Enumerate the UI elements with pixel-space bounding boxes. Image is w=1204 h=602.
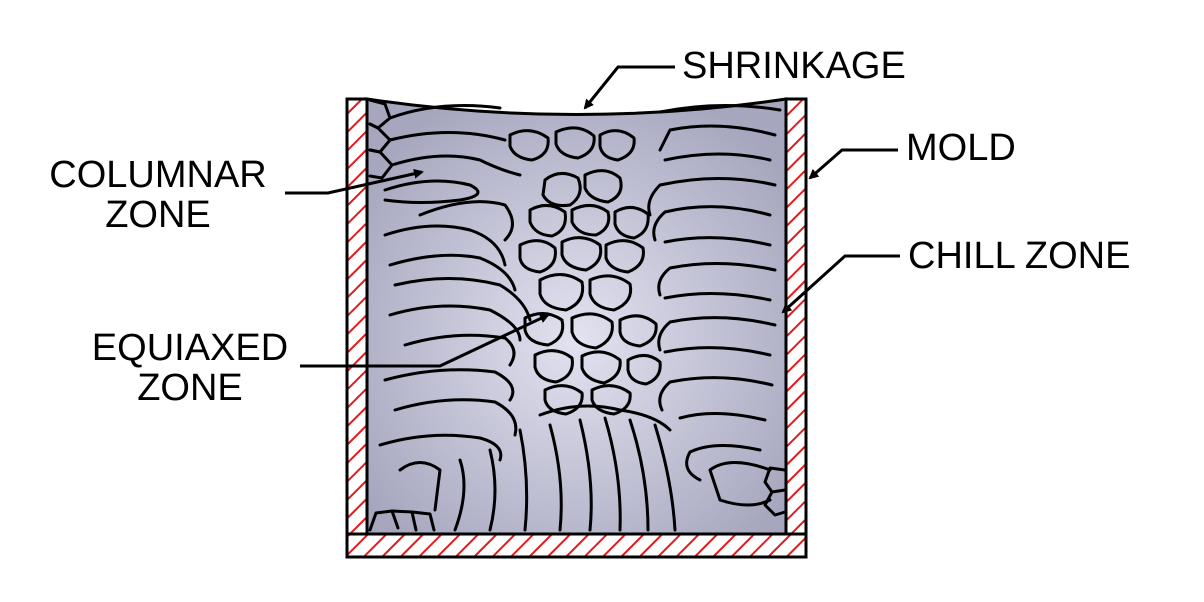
chill-grain (763, 490, 787, 517)
equiaxed-zone-label-line1: EQUIAXED (91, 327, 289, 369)
shrinkage-label: SHRINKAGE (682, 45, 906, 87)
equiaxed-grain (588, 274, 633, 312)
equiaxed-zone-label-line2: ZONE (137, 367, 243, 409)
columnar-grain (378, 433, 503, 462)
columnar-grain (663, 236, 772, 247)
equiaxed-grain (518, 239, 557, 274)
equiaxed-grain (554, 126, 596, 160)
equiaxed-grain (570, 204, 611, 237)
chill-grain (763, 466, 787, 494)
columnar-grain (383, 368, 515, 402)
mold-wall-bottom (345, 532, 808, 559)
columnar-grain (383, 179, 480, 204)
columnar-grain (488, 448, 497, 532)
columnar-grain (657, 316, 777, 352)
columnar-grain (657, 261, 777, 297)
equiaxed-grain (541, 172, 582, 207)
columnar-grain (578, 418, 593, 532)
equiaxed-grain (508, 129, 550, 162)
mold-wall-right (784, 97, 808, 559)
chill-zone-arrow (781, 254, 900, 314)
equiaxed-grain (528, 204, 567, 238)
columnar-grain (388, 104, 502, 120)
equiaxed-grain (604, 239, 645, 274)
columnar-grain (658, 376, 774, 412)
equiaxed-grain (560, 236, 603, 272)
columnar-grain (628, 418, 650, 532)
equiaxed-grain (523, 312, 565, 347)
equiaxed-grain (598, 129, 636, 162)
equiaxed-grain (618, 314, 658, 348)
equiaxed-grain (580, 350, 622, 385)
equiaxed-grain (613, 206, 650, 240)
columnar-grain (663, 291, 772, 302)
columnar-grain (518, 428, 529, 532)
equiaxed-grain (533, 349, 574, 384)
columnar-zone-label: COLUMNAR ZONE (38, 155, 278, 235)
columnar-grain (603, 416, 622, 532)
shrinkage-arrow (583, 65, 675, 110)
chill-grain (410, 510, 436, 532)
columnar-grain (548, 423, 563, 532)
mold-label: MOLD (906, 127, 1016, 169)
equiaxed-grain (543, 384, 584, 416)
grain-structure (368, 98, 787, 532)
columnar-grain (418, 200, 514, 242)
columnar-grain (658, 103, 782, 114)
annotation-arrows (285, 65, 900, 368)
mold-arrow (808, 148, 898, 180)
columnar-grain (388, 131, 507, 142)
chill-grain (368, 509, 400, 532)
columnar-grain (453, 458, 466, 532)
equiaxed-grain (538, 273, 585, 312)
columnar-grain (393, 398, 518, 437)
equiaxed-grain (583, 169, 623, 204)
columnar-zone-label-line1: COLUMNAR (49, 154, 267, 196)
columnar-grain (388, 253, 517, 292)
equiaxed-grain (590, 384, 632, 416)
columnar-grain (398, 461, 442, 512)
equiaxed-grain (626, 354, 662, 386)
columnar-grain (663, 152, 772, 162)
columnar-grain (652, 205, 772, 242)
columnar-zone-arrow (285, 168, 424, 195)
columnar-grain (390, 154, 522, 177)
columnar-grain (653, 423, 677, 532)
mold-wall-left (345, 97, 369, 559)
equiaxed-grain (570, 312, 614, 350)
columnar-grain (708, 461, 772, 507)
columnar-grain (685, 443, 762, 482)
mold (345, 97, 808, 559)
columnar-grain (647, 177, 777, 217)
equiaxed-zone-arrow (300, 313, 550, 368)
columnar-grain (663, 346, 772, 357)
columnar-grain (658, 124, 777, 152)
columnar-grain (393, 277, 532, 322)
equiaxed-zone-label: EQUIAXED ZONE (82, 328, 298, 408)
columnar-grain (383, 224, 507, 267)
columnar-zone-label-line2: ZONE (105, 194, 211, 236)
chill-zone-label: CHILL ZONE (908, 235, 1131, 277)
columnar-grain (678, 412, 767, 422)
